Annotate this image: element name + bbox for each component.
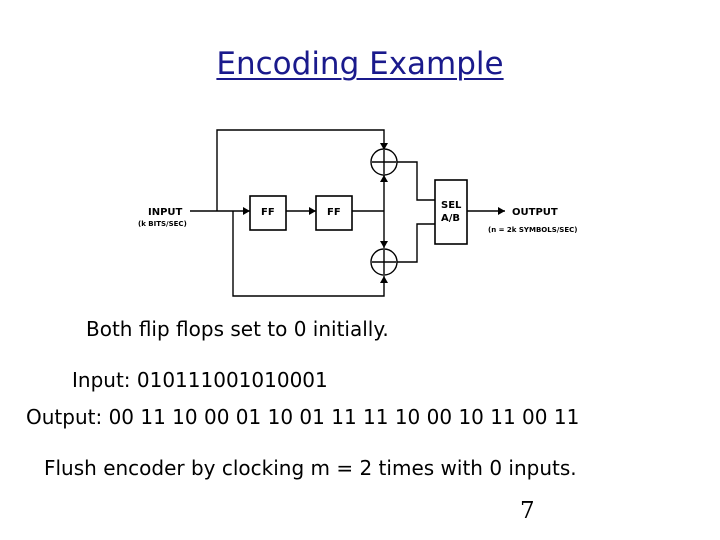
selector-label-line2: A/B	[441, 213, 460, 224]
input-sequence-text: Input: 010111001010001	[72, 368, 328, 392]
output-label: OUTPUT	[512, 207, 558, 218]
output-rate-label: (n = 2k SYMBOLS/SEC)	[488, 226, 577, 234]
arrow-into-bottom-adder	[380, 276, 388, 283]
arrow-into-top-adder	[380, 143, 388, 150]
flip-flop-1-box	[249, 195, 287, 231]
input-label: INPUT	[148, 207, 183, 218]
flip-flop-2-box	[315, 195, 353, 231]
arrow-into-ff2	[309, 207, 316, 215]
flip-flop-1-label: FF	[261, 207, 275, 218]
bottom-feedback-wire	[232, 211, 385, 297]
top-adder-to-sel-wire	[397, 161, 435, 201]
top-feedback-wire	[216, 129, 385, 211]
slide-title: Encoding Example	[216, 46, 504, 82]
selector-box	[434, 179, 468, 245]
selector-label-line1: SEL	[441, 200, 462, 211]
arrow-from-bottom-adder	[380, 241, 388, 248]
initial-state-text: Both flip flops set to 0 initially.	[86, 317, 389, 341]
bottom-adder-to-sel-wire	[397, 223, 435, 263]
flush-instruction-text: Flush encoder by clocking m = 2 times wi…	[44, 456, 577, 480]
flip-flop-2-label: FF	[327, 207, 341, 218]
convolutional-encoder-diagram: INPUT (k BITS/SEC) FF FF SEL A/B OUTPUT …	[138, 129, 577, 297]
arrow-into-ff1	[243, 207, 250, 215]
arrow-from-top-adder	[380, 175, 388, 182]
output-sequence-text: Output: 00 11 10 00 01 10 01 11 11 10 00…	[26, 405, 580, 429]
page-number: 7	[520, 498, 535, 524]
input-rate-label: (k BITS/SEC)	[138, 220, 187, 228]
arrow-output	[498, 207, 505, 215]
